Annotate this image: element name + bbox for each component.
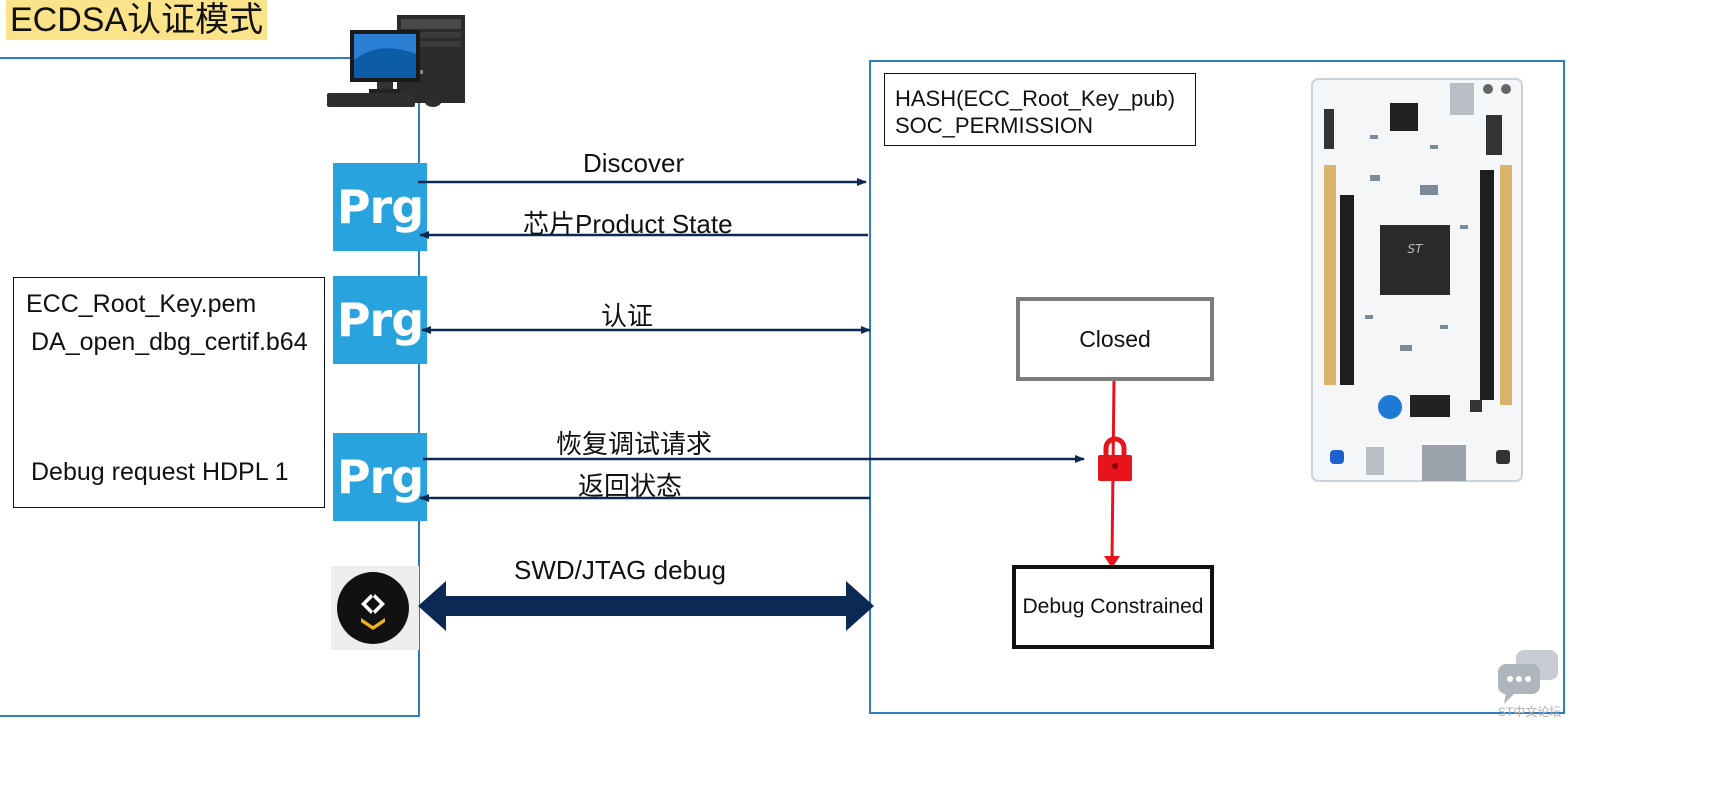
product-state-label: 芯片Product State	[523, 209, 733, 239]
prg-tool-icon: Prg	[333, 276, 427, 364]
watermark-text: ST中文论坛	[1498, 705, 1562, 719]
chat-bubbles-icon	[1498, 650, 1558, 704]
host-files-box: ECC_Root_Key.pem DA_open_dbg_certif.b64 …	[13, 277, 325, 508]
svg-text:ST: ST	[1408, 242, 1425, 256]
key-file-label: ECC_Root_Key.pem	[26, 290, 257, 318]
device-hash-label: HASH(ECC_Root_Key_pub)	[895, 86, 1176, 111]
device-info-box: HASH(ECC_Root_Key_pub) SOC_PERMISSION	[884, 73, 1196, 146]
discover-label: Discover	[583, 148, 685, 178]
debugger-logo-icon	[331, 566, 419, 650]
restore-request-label: 恢复调试请求	[556, 429, 713, 459]
device-permission-label: SOC_PERMISSION	[895, 113, 1094, 138]
debug-constrained-state-box: Debug Constrained	[1012, 565, 1214, 649]
auth-label: 认证	[601, 301, 654, 331]
prg-tool-icon: Prg	[333, 433, 427, 521]
debug-request-label: Debug request HDPL 1	[31, 458, 289, 486]
swd-jtag-label: SWD/JTAG debug	[514, 555, 726, 585]
host-panel	[0, 57, 420, 717]
device-panel	[869, 60, 1565, 714]
swd-jtag-arrow	[418, 581, 874, 631]
desktop-computer-icon	[327, 15, 465, 107]
nucleo-board-image: ST	[1311, 78, 1523, 482]
page-title: ECDSA认证模式	[6, 0, 268, 40]
cert-file-label: DA_open_dbg_certif.b64	[31, 328, 308, 356]
prg-tool-icon: Prg	[333, 163, 427, 251]
return-status-label: 返回状态	[578, 471, 683, 501]
lock-icon	[1098, 436, 1132, 481]
closed-state-box: Closed	[1016, 297, 1214, 381]
